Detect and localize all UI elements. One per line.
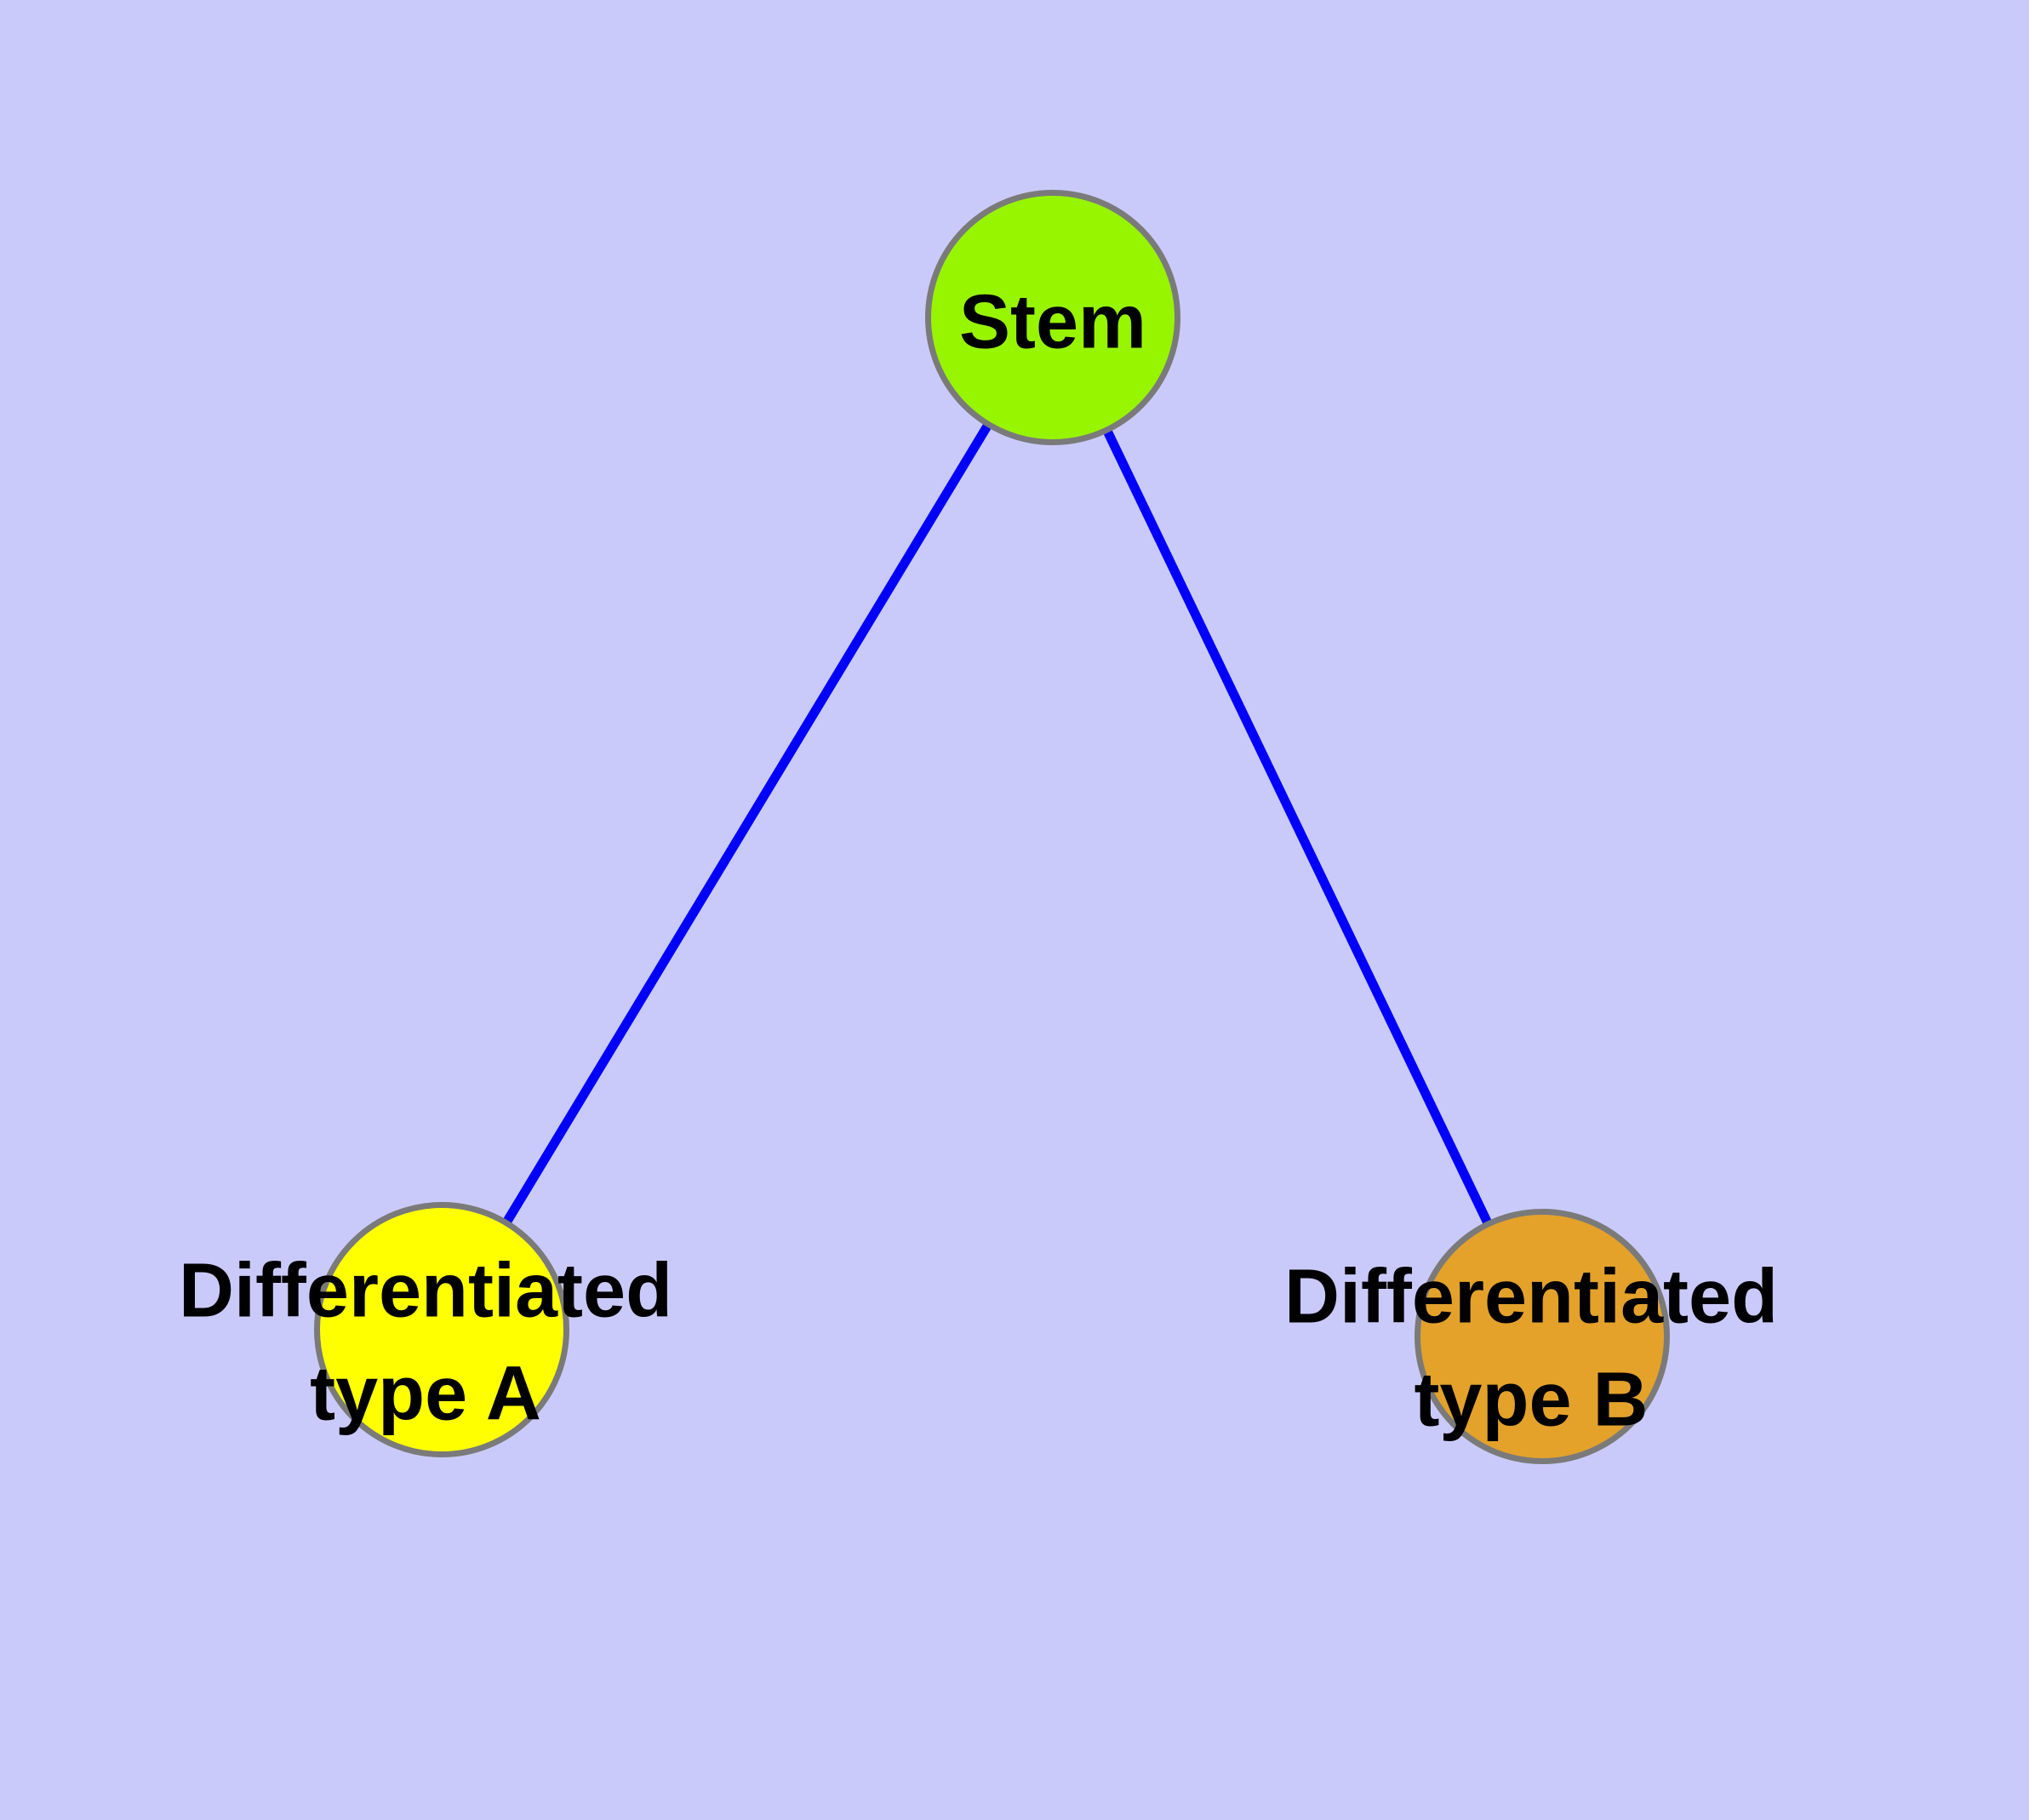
stem-node-label: Stem <box>958 279 1147 365</box>
type-b-node-label: Differentiated type B <box>1283 1254 1779 1442</box>
edge-stem-to-type-a <box>437 315 1057 1332</box>
type-b-node-circle <box>1415 1209 1670 1464</box>
edge-stem-to-type-b <box>1049 315 1546 1339</box>
type-a-node-circle <box>314 1202 569 1457</box>
type-a-node-label: Differentiated type A <box>178 1248 673 1436</box>
stem-node-circle <box>925 190 1180 445</box>
